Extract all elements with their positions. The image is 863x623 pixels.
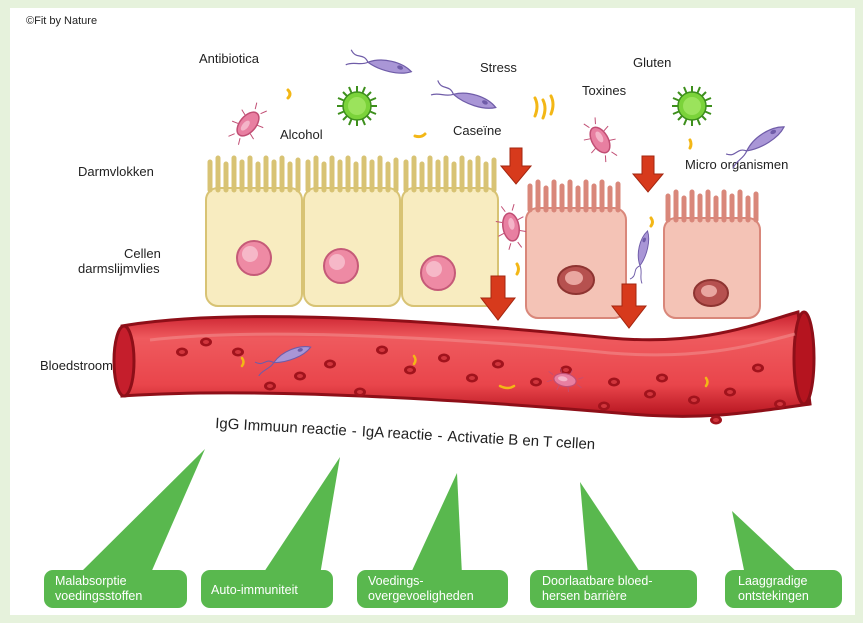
healthy-cell [304, 158, 400, 306]
svg-text:Laaggradige: Laaggradige [738, 574, 808, 588]
damaged-cell [664, 192, 760, 318]
virus-icon [337, 86, 377, 126]
svg-text:overgevoeligheden: overgevoeligheden [368, 589, 474, 603]
svg-text:Voedings-: Voedings- [368, 574, 424, 588]
healthy-cell [402, 158, 498, 306]
outcome-box-bloed-hersen-barriere: Doorlaatbare bloed- hersen barrière [530, 570, 697, 608]
blood-vessel [114, 312, 814, 416]
healthy-cell [206, 158, 302, 306]
svg-text:hersen barrière: hersen barrière [542, 589, 627, 603]
virus-icon [672, 86, 712, 126]
outcome-box-auto-immuniteit: Auto-immuniteit [201, 570, 333, 608]
parasite-icon [627, 230, 659, 283]
label-caseine: Caseïne [453, 123, 501, 138]
parasite-icon [431, 77, 497, 122]
label-darmvlokken: Darmvlokken [78, 164, 154, 179]
label-gluten: Gluten [633, 55, 671, 70]
svg-text:voedingsstoffen: voedingsstoffen [55, 589, 142, 603]
damaged-cell [526, 182, 626, 318]
bacteria-icon [223, 98, 273, 150]
label-darmslijmvlies: darmslijmvlies [78, 261, 160, 276]
outcome-pointers [78, 449, 800, 575]
diagram-frame: ©Fit by Nature Antibiotica Alcohol Stres… [10, 8, 855, 615]
label-bloedstroom: Bloedstroom [40, 358, 113, 373]
gut-permeability-diagram: ©Fit by Nature Antibiotica Alcohol Stres… [10, 8, 855, 615]
outcome-box-malabsorptie: Malabsorptie voedingsstoffen [44, 570, 187, 608]
label-cellen: Cellen [124, 246, 161, 261]
outcome-box-laaggradige-ontstekingen: Laaggradige ontstekingen [725, 570, 842, 608]
copyright-text: ©Fit by Nature [26, 15, 97, 27]
svg-text:ontstekingen: ontstekingen [738, 589, 809, 603]
label-alcohol: Alcohol [280, 127, 323, 142]
svg-text:Doorlaatbare bloed-: Doorlaatbare bloed- [542, 574, 653, 588]
label-antibiotica: Antibiotica [199, 51, 260, 66]
label-toxines: Toxines [582, 83, 627, 98]
immune-reaction-text: IgG Immuun reactie-IgA reactie-Activatie… [215, 415, 596, 453]
parasite-icon [346, 47, 413, 87]
label-micro-organismen: Micro organismen [685, 157, 788, 172]
bacteria-icon [577, 114, 623, 166]
svg-text:Malabsorptie: Malabsorptie [55, 574, 127, 588]
svg-text:Auto-immuniteit: Auto-immuniteit [211, 583, 298, 597]
label-stress: Stress [480, 60, 517, 75]
outcome-box-voedings-overgevoeligheden: Voedings- overgevoeligheden [357, 570, 508, 608]
